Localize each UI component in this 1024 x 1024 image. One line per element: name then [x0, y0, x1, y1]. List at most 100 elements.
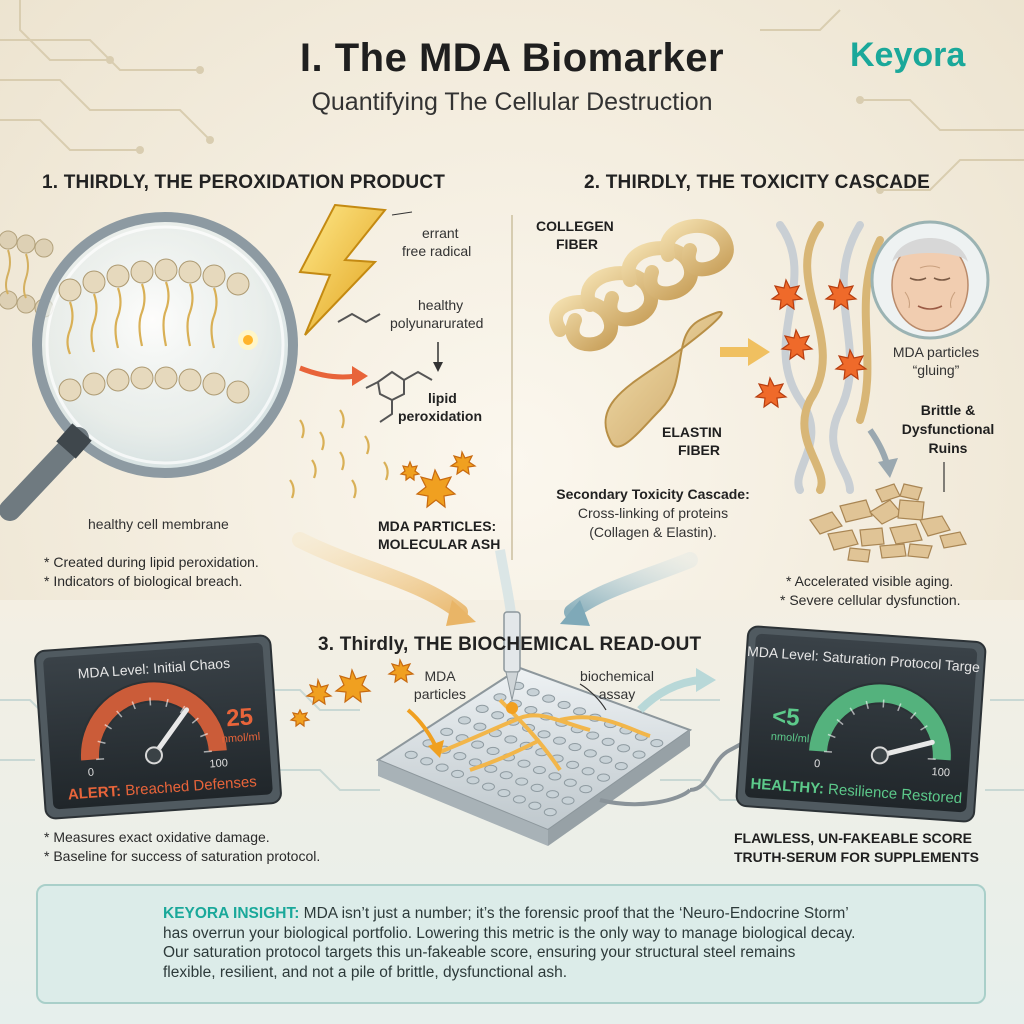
gauge-max: 100	[931, 766, 950, 779]
assay-well	[499, 771, 513, 780]
section-2-heading: 2. THIRDLY, THE TOXICITY CASCADE	[584, 172, 930, 193]
assay-well	[481, 782, 495, 791]
collagen-label-1: COLLEGEN	[536, 218, 614, 234]
ruins-label-3: Ruins	[928, 440, 968, 456]
gluing-label-1: MDA particles	[892, 344, 980, 360]
assay-well	[468, 758, 482, 767]
assay-label-1: biochemical	[580, 668, 654, 684]
assay-well	[566, 760, 580, 770]
assay-well	[546, 790, 560, 799]
assay-well	[435, 763, 449, 772]
gauge-tick	[927, 757, 936, 761]
gauge-title: MDA Level: Initial Chaos	[77, 655, 230, 682]
gauge-tick	[910, 712, 917, 720]
gauge-hub	[870, 746, 889, 765]
assay-well	[650, 739, 664, 748]
section-2-bullet-1: * Accelerated visible aging.	[786, 573, 954, 589]
gauge-tick	[827, 733, 836, 739]
assay-well	[614, 762, 628, 771]
monitor-right-frame	[735, 625, 987, 823]
assay-well	[517, 759, 531, 768]
assay-well	[601, 737, 615, 747]
insight-box	[36, 884, 986, 1004]
assay-well	[420, 757, 434, 766]
assay-well	[548, 772, 562, 781]
insight-label: KEYORA INSIGHT:	[163, 905, 300, 922]
section-3-heading: 3. Thirdly, THE BIOCHEMICAL READ-OUT	[318, 634, 702, 655]
score-label-2: TRUTH-SERUM FOR SUPPLEMENTS	[734, 849, 979, 865]
section-1-bullet-2: * Indicators of biological breach.	[44, 573, 243, 589]
assay-well	[451, 769, 465, 779]
gauge-tick	[191, 717, 199, 724]
gauge-status-text: Resilience Restored	[828, 781, 963, 807]
page-subtitle: Quantifying The Cellular Destruction	[311, 88, 713, 116]
gauge-tick	[116, 710, 123, 718]
gauge-status-key: ALERT:	[67, 782, 126, 803]
assay-well	[532, 765, 546, 775]
assay-well	[471, 740, 485, 749]
section-1-bullet-1: * Created during lipid peroxidation.	[44, 554, 259, 570]
gauge-unit: nmol/ml	[770, 731, 809, 746]
gauge-status-text: Breached Defenses	[125, 773, 258, 799]
assay-well	[497, 788, 511, 798]
assay-label-2: assay	[598, 686, 636, 702]
gauge-tick	[149, 697, 152, 706]
gauge-tick	[165, 698, 169, 708]
insight-line-2: has overrun your biological portfolio. L…	[163, 924, 856, 942]
gauge-value: 25	[225, 703, 254, 732]
assay-well	[552, 736, 566, 745]
insight-text: KEYORA INSIGHT: MDA isn’t just a number;…	[163, 904, 968, 982]
healthy-label-2: polyunarurated	[390, 315, 484, 331]
ruins-label-2: Dysfunctional	[901, 421, 995, 437]
gauge-left: MDA Level: Initial Chaos010025nmol/mlALE…	[67, 655, 260, 804]
assay-well	[453, 751, 467, 761]
section-1-heading: 1. THIRDLY, THE PEROXIDATION PRODUCT	[42, 172, 446, 193]
assay-well	[440, 727, 454, 736]
errant-label-2: free radical	[402, 243, 472, 259]
gauge-tick	[179, 705, 186, 714]
monitor-left-frame	[34, 634, 282, 820]
gauge-tick	[96, 758, 105, 761]
assay-well	[512, 795, 526, 804]
cascade-desc-1: Cross-linking of proteins	[577, 505, 729, 521]
gauge-tick	[200, 732, 209, 738]
gauge-status: HEALTHY: Resilience Restored	[750, 775, 963, 807]
elastin-label-1: ELASTIN	[662, 424, 722, 440]
insight-line-3: Our saturation protocol targets this un-…	[163, 944, 796, 962]
gauge-tick	[865, 700, 869, 709]
gauge-title: MDA Level: Saturation Protocol Target	[747, 643, 980, 676]
assay-well	[526, 688, 540, 697]
page-title: I. The MDA Biomarker	[299, 36, 725, 80]
gauge-tick	[104, 723, 112, 730]
assay-well	[542, 694, 556, 703]
assay-well	[597, 773, 611, 782]
cascade-title: Secondary Toxicity Cascade:	[556, 486, 750, 502]
assay-well	[475, 704, 489, 713]
assay-well	[568, 742, 582, 752]
assay-well	[504, 735, 518, 744]
assay-well	[484, 764, 498, 773]
ruins-label-1: Brittle &	[920, 402, 976, 418]
assay-well	[573, 707, 587, 716]
gauge-max: 100	[209, 757, 228, 770]
assay-well	[486, 746, 500, 756]
assay-well	[563, 778, 577, 787]
assay-well	[530, 783, 544, 793]
assay-well	[493, 693, 507, 702]
cascade-desc-2: (Collagen & Elastin).	[589, 524, 717, 540]
gauge-tick	[882, 699, 885, 708]
gauge-needle	[151, 707, 190, 758]
gauge-group: MDA Level: Saturation Protocol Target010…	[747, 643, 980, 807]
lipid-label-1: lipid	[428, 390, 457, 406]
assay-well	[561, 796, 575, 805]
assay-well	[632, 750, 646, 759]
assay-well	[491, 711, 505, 720]
gauge-tick	[97, 740, 106, 744]
collagen-label-2: FIBER	[556, 236, 598, 252]
gauge-status: ALERT: Breached Defenses	[67, 773, 257, 803]
gauge-tick	[823, 750, 833, 753]
gauge-value: <5	[771, 703, 800, 732]
gauge-tick	[836, 718, 844, 726]
